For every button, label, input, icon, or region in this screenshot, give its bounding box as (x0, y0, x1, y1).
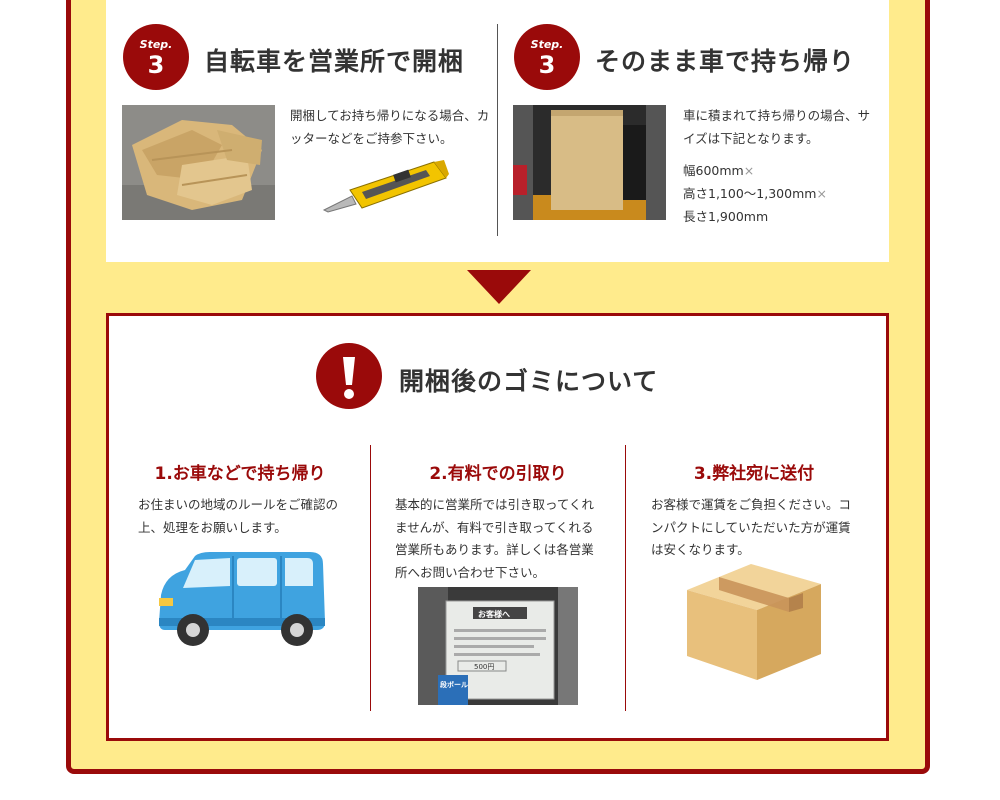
step-desc: 開梱してお持ち帰りになる場合、カッターなどをご持参下さい。 (290, 108, 490, 146)
step-badge: Step. 3 (123, 24, 189, 90)
trash-title: 開梱後のゴミについて (399, 367, 659, 396)
sign-price: 500円 (474, 663, 495, 671)
box-in-car-photo (513, 105, 666, 220)
unpacked-cardboard-photo (122, 105, 275, 220)
step-title: 自転車を営業所で開梱 (204, 47, 465, 76)
option-desc: お客様で運賃をご負担ください。コンパクトにしていただいた方が運賃は安くなります。 (651, 497, 852, 557)
down-arrow-icon (467, 270, 531, 304)
size-width: 幅600mm× (683, 163, 755, 178)
utility-knife-icon (322, 158, 450, 213)
van-icon (155, 550, 327, 648)
exclamation-icon (316, 343, 382, 409)
step-badge: Step. 3 (514, 24, 580, 90)
option-divider (370, 445, 371, 711)
sign-heading: お客様へ (478, 610, 510, 619)
option-divider (625, 445, 626, 711)
size-length: 長さ1,900mm (683, 209, 769, 224)
size-list: 幅600mm× 高さ1,100～1,300mm× 長さ1,900mm (683, 159, 878, 228)
option-title: 3.弊社宛に送付 (693, 464, 815, 484)
step-desc: 車に積まれて持ち帰りの場合、サイズは下記となります。 (683, 108, 871, 146)
cardboard-box-icon (685, 560, 823, 682)
office-sign-photo: お客様へ 500円 段ボール (418, 587, 578, 705)
option-title: 1.お車などで持ち帰り (154, 464, 326, 484)
step-divider (497, 24, 498, 236)
option-desc: 基本的に営業所では引き取ってくれませんが、有料で引き取ってくれる営業所もあります… (395, 497, 595, 580)
option-desc: お住まいの地域のルールをご確認の上、処理をお願いします。 (138, 497, 339, 535)
option-title: 2.有料での引取り (429, 464, 567, 484)
step-title: そのまま車で持ち帰り (595, 47, 856, 76)
size-height: 高さ1,100～1,300mm× (683, 186, 827, 201)
sign-side-text: 段ボール (440, 681, 468, 689)
